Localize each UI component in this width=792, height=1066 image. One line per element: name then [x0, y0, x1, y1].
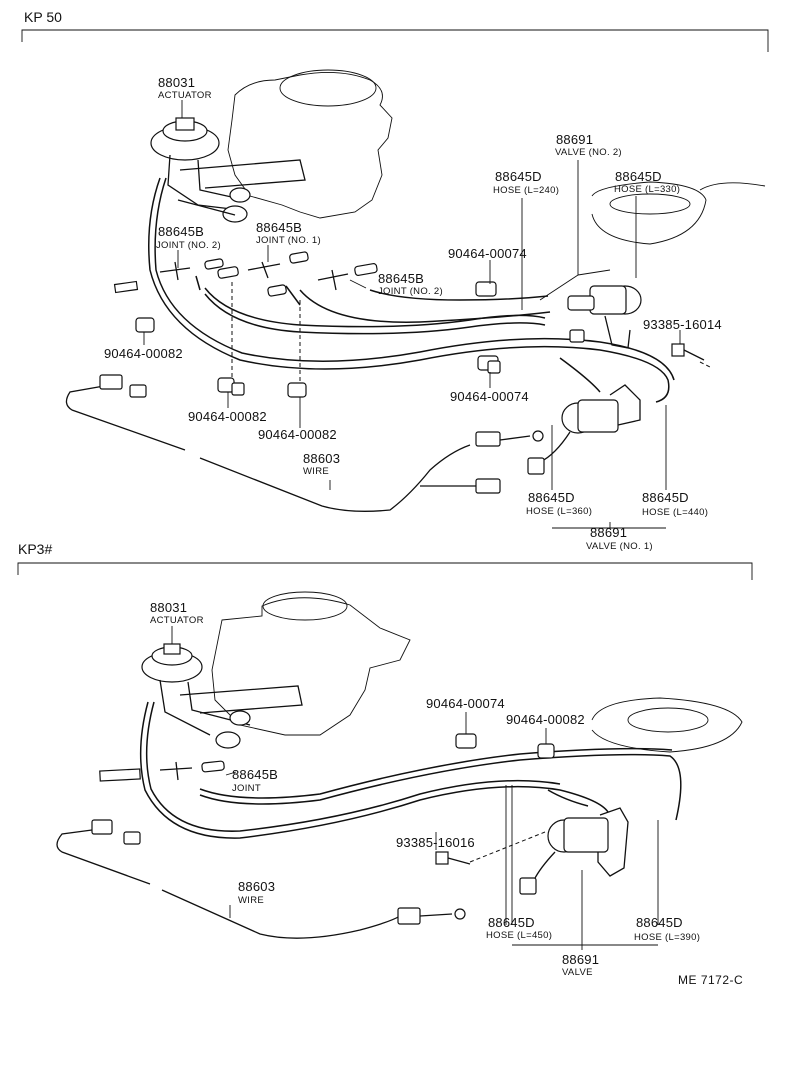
label-b-actuator-name: ACTUATOR: [150, 615, 204, 626]
top-hoses: [148, 177, 675, 403]
label-b-wire-name: WIRE: [238, 895, 265, 906]
label-clip-mid: 90464-00074: [450, 389, 529, 404]
top-valve-no1: [527, 384, 641, 475]
label-hose240-pn: 88645D: [495, 169, 542, 184]
label-clip-left: 90464-00082: [104, 346, 183, 361]
reference-code: ME 7172-C: [678, 973, 744, 987]
label-b-bolt: 93385-16016: [396, 835, 475, 850]
label-b-clip-a: 90464-00074: [426, 696, 505, 711]
bottom-section-frame: [17, 562, 753, 580]
label-valve2-name: VALVE (NO. 2): [555, 147, 622, 158]
label-hose360-name: HOSE (L=360): [526, 506, 593, 517]
top-wire: [65, 374, 544, 512]
label-wire-top-pn: 88603: [303, 451, 341, 466]
label-valve2-pn: 88691: [556, 132, 594, 147]
bottom-wire: [56, 819, 466, 939]
top-clips: [135, 281, 501, 398]
label-b-clip-b: 90464-00082: [506, 712, 585, 727]
label-b-joint-pn: 88645B: [232, 767, 279, 782]
label-b-actuator-pn: 88031: [150, 600, 188, 615]
bottom-engine-outline: [211, 591, 743, 753]
top-bolt: [671, 343, 713, 369]
label-b-joint-name: JOINT: [232, 783, 261, 794]
label-joint2b-name: JOINT (NO. 2): [378, 286, 443, 297]
label-bolt-top: 93385-16014: [643, 317, 722, 332]
label-joint1-name: JOINT (NO. 1): [256, 235, 321, 246]
top-leader-lines: [143, 100, 681, 529]
top-section-frame: [21, 29, 769, 52]
label-wire-top-name: WIRE: [303, 466, 330, 477]
label-b-hose450-pn: 88645D: [488, 915, 535, 930]
label-hose330-pn: 88645D: [615, 169, 662, 184]
bottom-hoses: [99, 701, 682, 839]
section-title-top: KP 50: [24, 9, 62, 25]
label-b-wire-pn: 88603: [238, 879, 276, 894]
bottom-actuator: [141, 643, 303, 749]
bottom-leader-lines: [171, 626, 659, 950]
section-title-bottom: KP3#: [18, 541, 53, 557]
label-b-hose390-pn: 88645D: [636, 915, 683, 930]
label-actuator-pn: 88031: [158, 75, 196, 90]
label-b-hose390-name: HOSE (L=390): [634, 932, 701, 943]
label-clip-upper: 90464-00074: [448, 246, 527, 261]
label-b-valve-pn: 88691: [562, 952, 600, 967]
bottom-valve: [519, 807, 629, 895]
label-joint1-pn: 88645B: [256, 220, 303, 235]
label-clip-low1: 90464-00082: [188, 409, 267, 424]
label-actuator-name: ACTUATOR: [158, 90, 212, 101]
top-engine-outline: [227, 69, 766, 245]
label-clip-low2: 90464-00082: [258, 427, 337, 442]
label-joint2b-pn: 88645B: [378, 271, 425, 286]
label-joint2a-name: JOINT (NO. 2): [156, 240, 221, 251]
label-joint2a-pn: 88645B: [158, 224, 205, 239]
bottom-bolt: [435, 831, 546, 865]
label-hose440-pn: 88645D: [642, 490, 689, 505]
label-valve1-pn: 88691: [590, 525, 628, 540]
top-actuator: [150, 117, 306, 223]
label-hose360-pn: 88645D: [528, 490, 575, 505]
label-hose440-name: HOSE (L=440): [642, 507, 709, 518]
label-valve1-name: VALVE (NO. 1): [586, 541, 653, 552]
bottom-clips: [455, 733, 555, 759]
top-joints: [113, 251, 378, 390]
label-b-valve-name: VALVE: [562, 967, 593, 978]
label-hose240-name: HOSE (L=240): [493, 185, 560, 196]
label-hose330-name: HOSE (L=330): [614, 184, 681, 195]
label-b-hose450-name: HOSE (L=450): [486, 930, 553, 941]
top-valve-no2: [567, 285, 642, 349]
